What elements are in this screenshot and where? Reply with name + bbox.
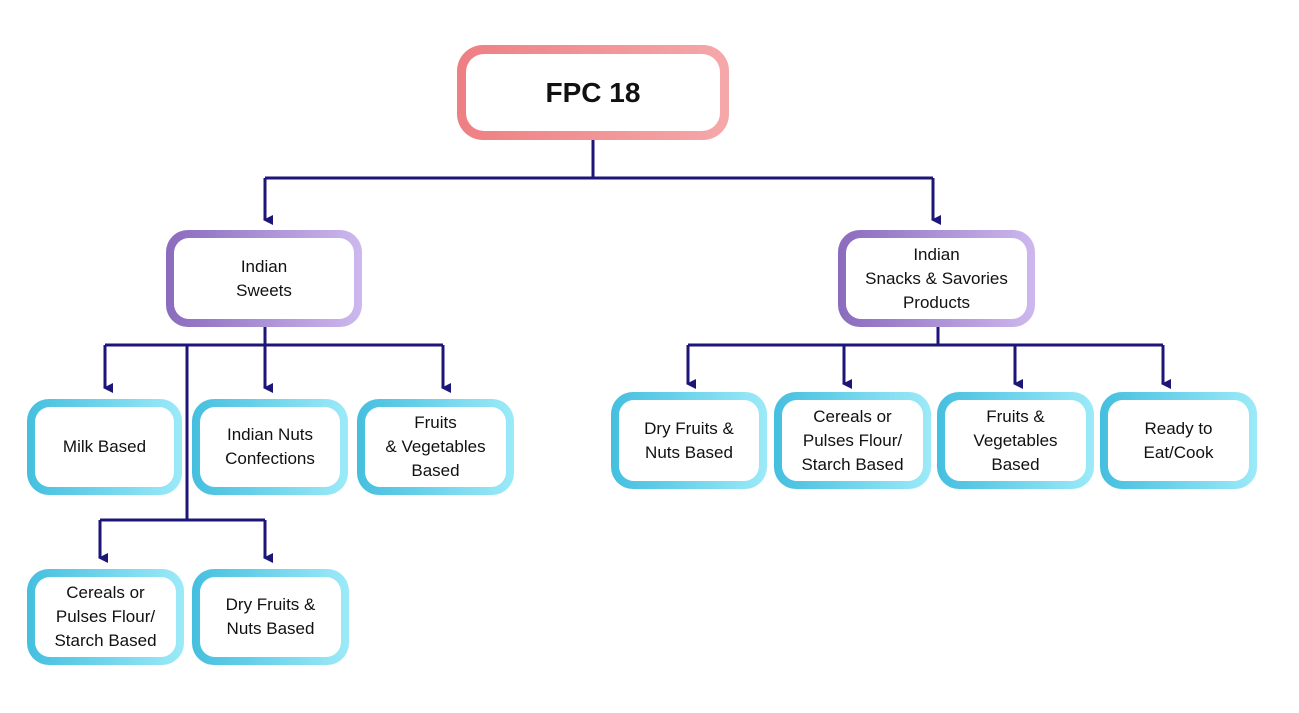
leaf-label: Fruits & Vegetables Based [945,400,1086,481]
category-label: Indian Sweets [174,238,354,319]
leaf-label: Milk Based [35,407,174,487]
root-node-fpc-18: FPC 18 [457,45,729,140]
leaf-cereals-pulses-snacks: Cereals or Pulses Flour/ Starch Based [774,392,931,489]
leaf-label: Cereals or Pulses Flour/ Starch Based [782,400,923,481]
leaf-ready-to-eat-cook: Ready to Eat/Cook [1100,392,1257,489]
leaf-dry-fruits-nuts-snacks: Dry Fruits & Nuts Based [611,392,767,489]
category-label: Indian Snacks & Savories Products [846,238,1027,319]
category-indian-sweets: Indian Sweets [166,230,362,327]
leaf-milk-based: Milk Based [27,399,182,495]
leaf-indian-nuts-confections: Indian Nuts Confections [192,399,348,495]
leaf-fruits-vegetables-snacks: Fruits & Vegetables Based [937,392,1094,489]
category-indian-snacks-savories: Indian Snacks & Savories Products [838,230,1035,327]
leaf-dry-fruits-nuts-sweets: Dry Fruits & Nuts Based [192,569,349,665]
leaf-label: Cereals or Pulses Flour/ Starch Based [35,577,176,657]
leaf-label: Dry Fruits & Nuts Based [200,577,341,657]
leaf-label: Indian Nuts Confections [200,407,340,487]
root-node-label: FPC 18 [466,54,720,131]
leaf-fruits-vegetables-sweets: Fruits & Vegetables Based [357,399,514,495]
leaf-label: Dry Fruits & Nuts Based [619,400,759,481]
leaf-label: Fruits & Vegetables Based [365,407,506,487]
leaf-cereals-pulses-sweets: Cereals or Pulses Flour/ Starch Based [27,569,184,665]
leaf-label: Ready to Eat/Cook [1108,400,1249,481]
